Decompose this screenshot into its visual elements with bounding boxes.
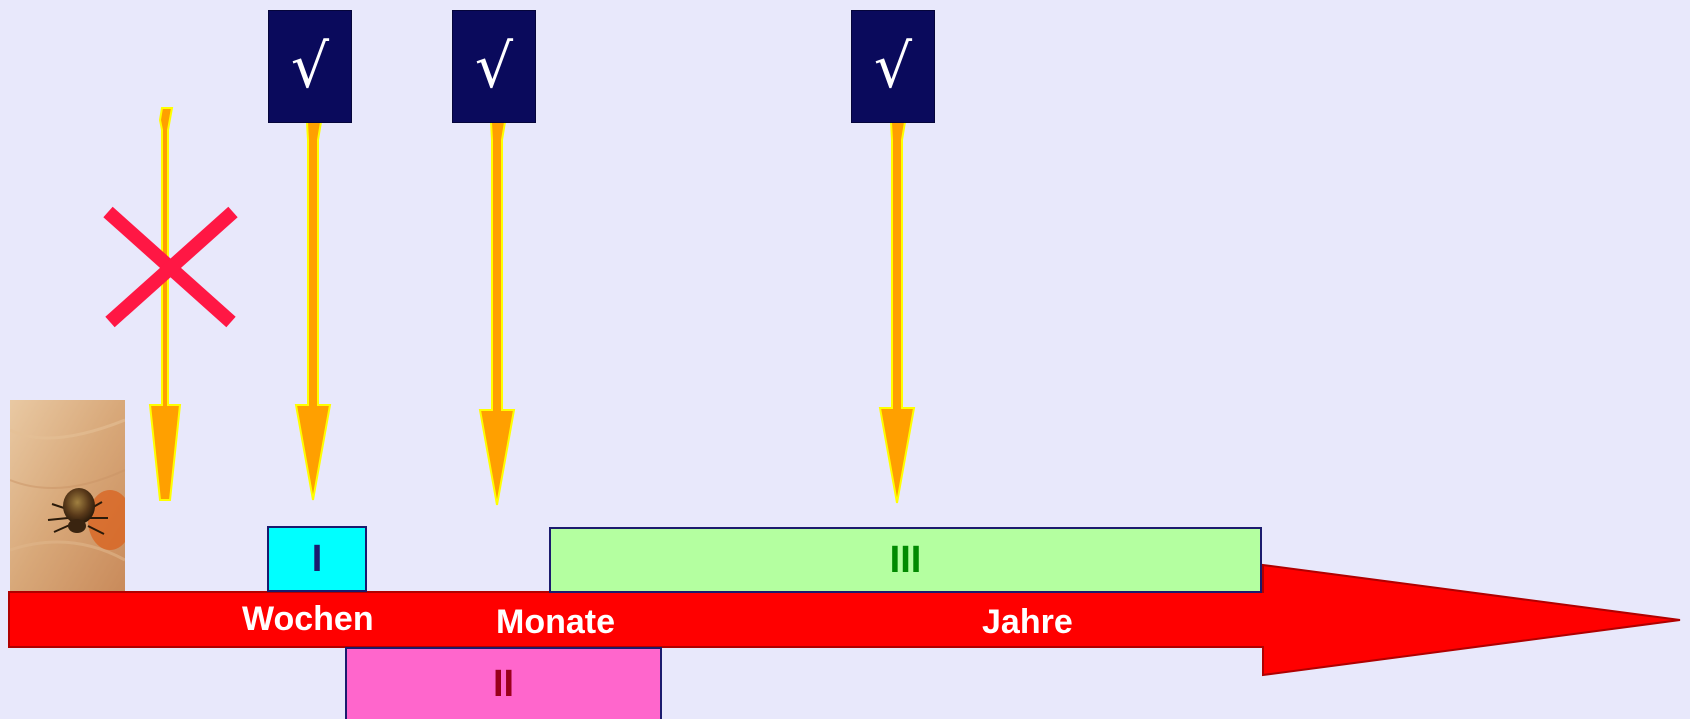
timeline-arrow — [8, 563, 1681, 677]
stage-two-box: II — [345, 647, 662, 719]
checkmark-icon: √ — [290, 31, 330, 102]
down-arrow-3 — [478, 121, 516, 506]
down-arrow-4 — [878, 121, 916, 504]
tick-photo — [10, 400, 125, 592]
stage-three-box: III — [549, 527, 1262, 593]
cross-icon — [103, 206, 238, 328]
timeline-label-weeks: Wochen — [242, 600, 374, 638]
checkmark-icon: √ — [474, 31, 514, 102]
checkmark-icon: √ — [873, 31, 913, 102]
down-arrow-1 — [148, 107, 182, 501]
down-arrow-2 — [294, 121, 332, 501]
stage-one-box: I — [267, 526, 367, 592]
check-box-3: √ — [851, 10, 935, 123]
stage-two-label: II — [492, 662, 515, 705]
check-box-1: √ — [268, 10, 352, 123]
timeline-label-months: Monate — [496, 603, 615, 641]
stage-one-label: I — [311, 537, 323, 580]
check-box-2: √ — [452, 10, 536, 123]
stage-three-label: III — [889, 538, 922, 581]
timeline-label-years: Jahre — [982, 603, 1073, 641]
